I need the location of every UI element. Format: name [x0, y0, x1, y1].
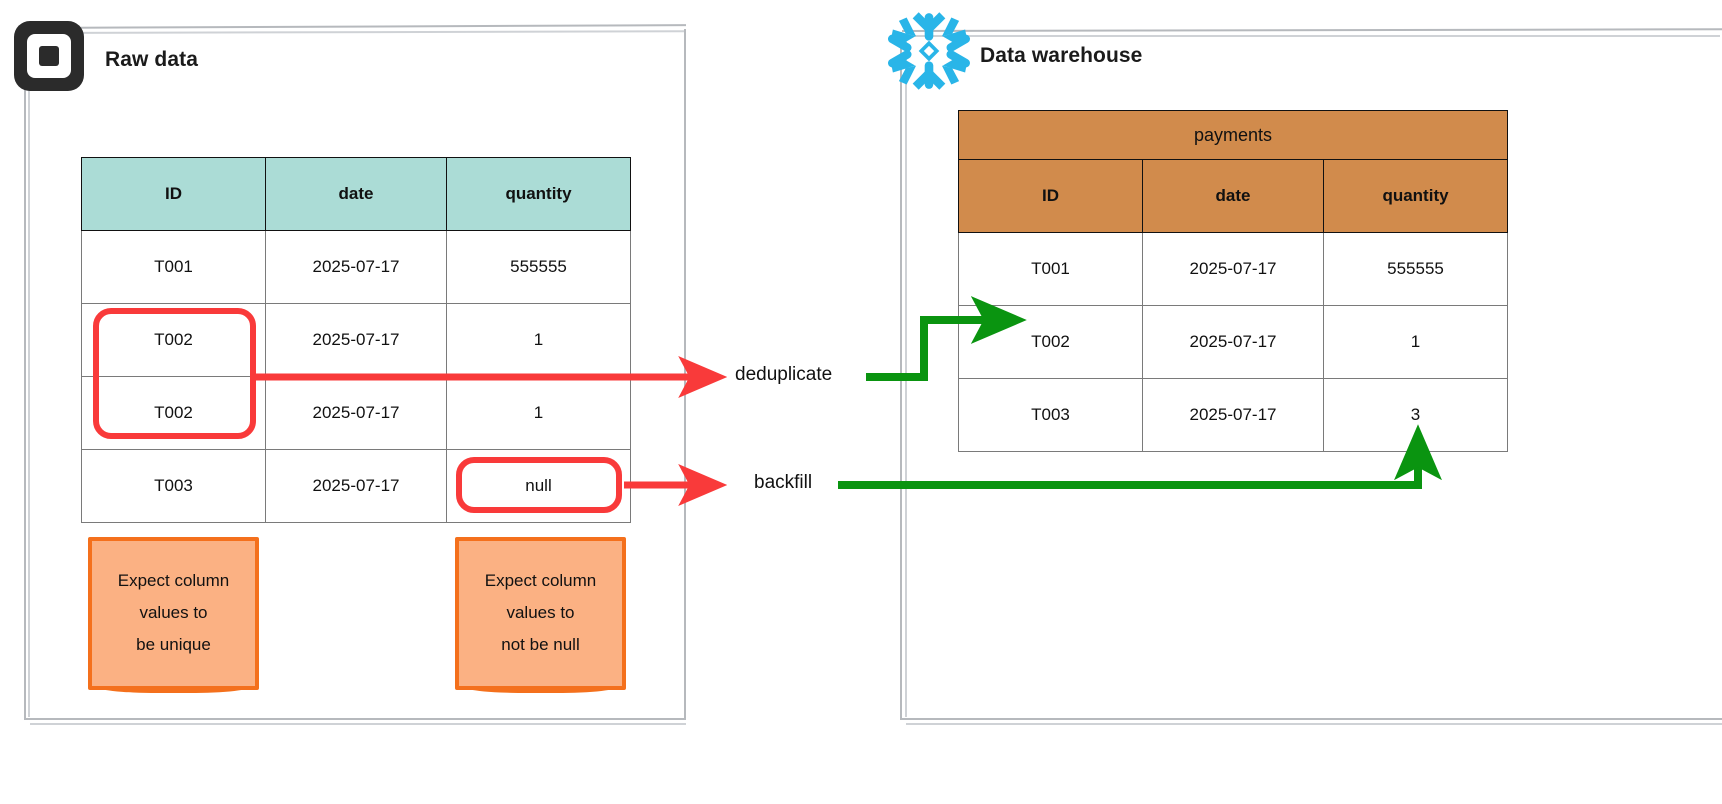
panel-border-left	[900, 32, 902, 719]
panel-border-bottom	[900, 718, 1722, 720]
sticky-note-unique: Expect column values to be unique	[88, 537, 259, 693]
cell-quantity: 555555	[446, 230, 631, 304]
table-row: T002 2025-07-17 1	[81, 303, 631, 377]
cell-date: 2025-07-17	[1142, 378, 1324, 452]
snowflake-logo-icon	[886, 8, 972, 94]
panel-border-bottom-shadow	[906, 723, 1722, 725]
cell-quantity: 1	[446, 376, 631, 450]
cell-id: T001	[958, 232, 1143, 306]
panel-border-bottom-shadow	[30, 723, 686, 725]
panel-border-top-shadow	[902, 35, 1720, 37]
panel-border-top	[25, 24, 686, 29]
cell-id: T001	[81, 230, 266, 304]
column-header-date: date	[1142, 159, 1324, 233]
panel-border-left-shadow	[28, 33, 30, 717]
cell-date: 2025-07-17	[265, 376, 447, 450]
sticky-line: Expect column	[484, 571, 597, 591]
raw-data-table: ID date quantity T001 2025-07-17 555555 …	[81, 157, 631, 523]
column-header-id: ID	[81, 157, 266, 231]
cell-id: T003	[81, 449, 266, 523]
table-row: T001 2025-07-17 555555	[958, 232, 1509, 306]
square-logo-center-dot	[39, 46, 59, 66]
cell-date: 2025-07-17	[265, 303, 447, 377]
column-header-id: ID	[958, 159, 1143, 233]
sticky-line: not be null	[501, 634, 580, 654]
duplicate-id-highlight	[93, 308, 256, 439]
table-name-label: payments	[957, 110, 1509, 160]
panel-border-top-shadow	[25, 30, 685, 34]
cell-id: T002	[81, 303, 266, 377]
table-row: T003 2025-07-17 3	[958, 378, 1509, 452]
cell-quantity: 555555	[1322, 232, 1509, 306]
panel-border-bottom	[24, 718, 686, 720]
panel-border-right	[684, 29, 686, 719]
panel-border-top	[901, 28, 1722, 32]
null-value-highlight	[456, 457, 622, 513]
table-row: T002 2025-07-17 1	[958, 305, 1509, 379]
table-header-row: ID date quantity	[958, 159, 1509, 233]
table-header-row: ID date quantity	[81, 157, 631, 231]
cell-quantity: 1	[446, 303, 631, 377]
sticky-line: values to	[139, 603, 208, 623]
sticky-line: be unique	[136, 634, 211, 654]
sticky-note-not-null: Expect column values to not be null	[455, 537, 626, 693]
column-header-quantity: quantity	[446, 157, 631, 231]
cell-date: 2025-07-17	[265, 230, 447, 304]
cell-date: 2025-07-17	[265, 449, 447, 523]
payments-table: payments ID date quantity T001 2025-07-1…	[957, 110, 1509, 452]
cell-id: T002	[958, 305, 1143, 379]
cell-id: T003	[958, 378, 1143, 452]
cell-quantity: 3	[1322, 378, 1509, 452]
raw-data-title: Raw data	[105, 48, 198, 71]
cell-date: 2025-07-17	[1142, 305, 1324, 379]
panel-border-left-shadow	[905, 36, 907, 717]
table-name-row: payments	[957, 110, 1509, 160]
sticky-line: Expect column	[117, 571, 230, 591]
cell-quantity: 1	[1322, 305, 1509, 379]
data-warehouse-title: Data warehouse	[980, 44, 1143, 67]
panel-border-left	[24, 29, 26, 719]
sticky-line: values to	[506, 603, 575, 623]
column-header-quantity: quantity	[1322, 159, 1509, 233]
backfill-label: backfill	[754, 472, 813, 493]
deduplicate-label: deduplicate	[735, 364, 833, 385]
square-logo-icon	[14, 21, 84, 91]
column-header-date: date	[265, 157, 447, 231]
cell-date: 2025-07-17	[1142, 232, 1324, 306]
table-row: T001 2025-07-17 555555	[81, 230, 631, 304]
